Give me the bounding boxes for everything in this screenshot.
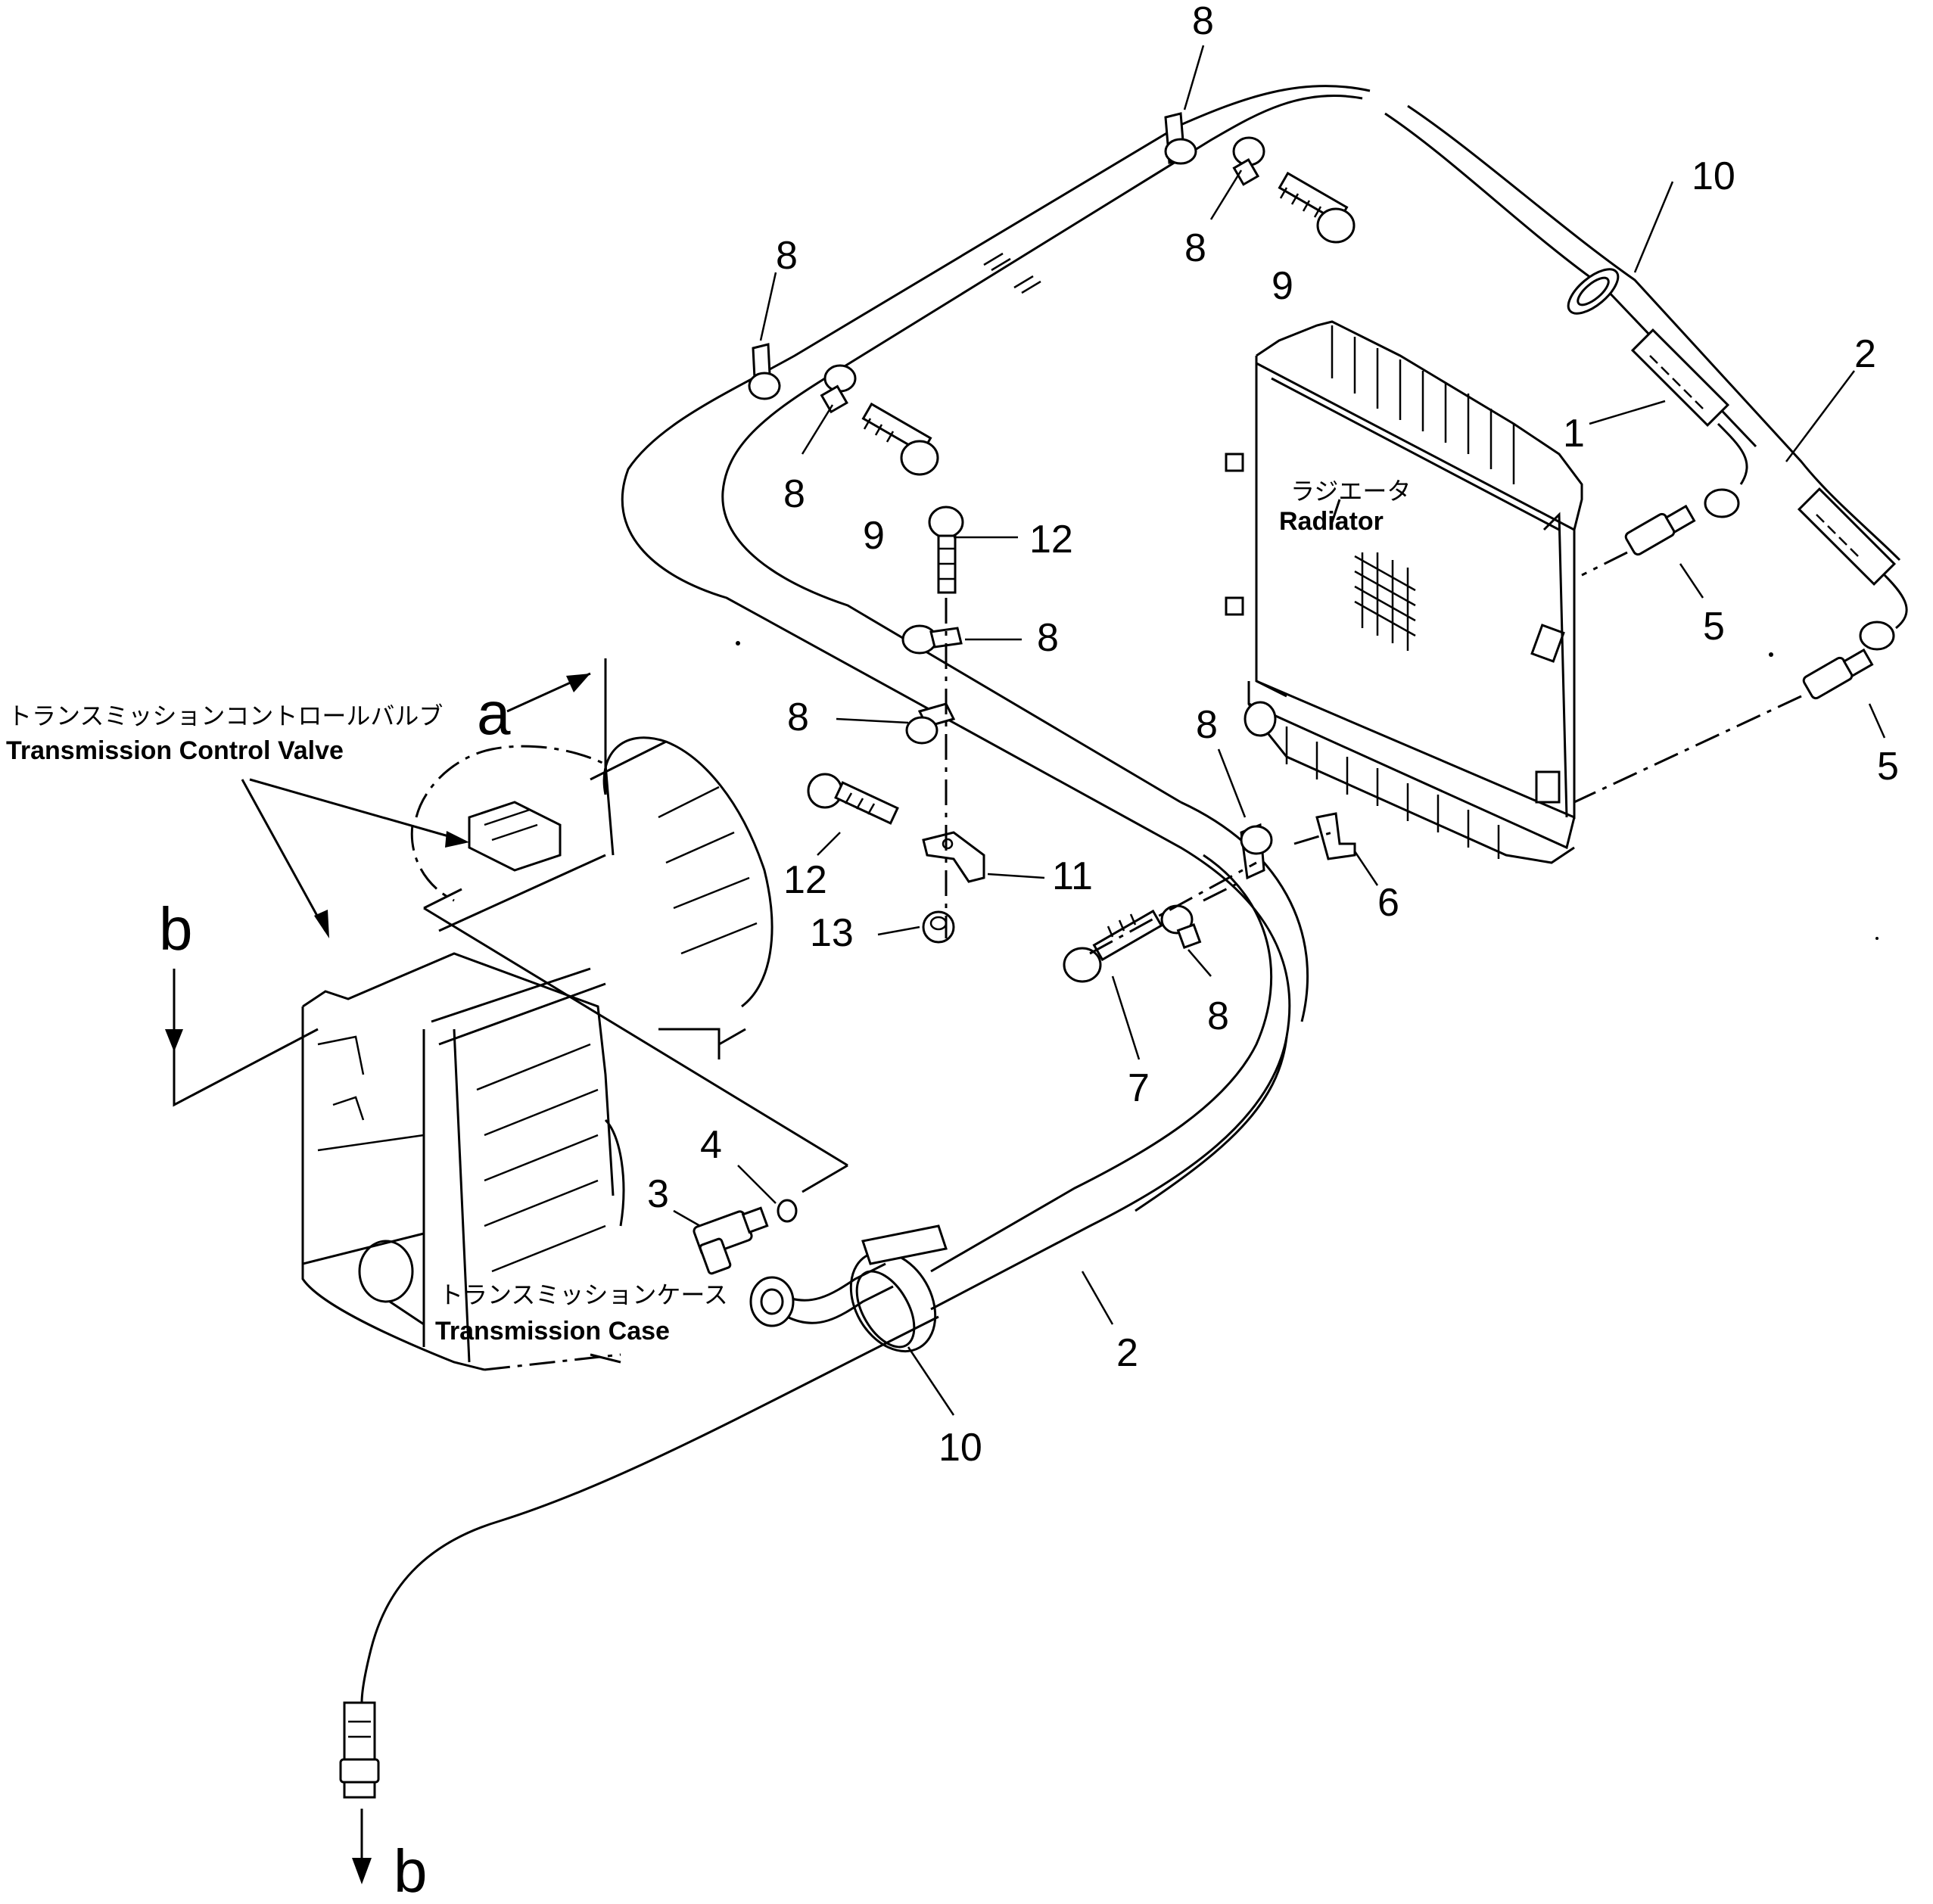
bolt-12-top <box>928 506 964 594</box>
view-arrow-a <box>506 658 607 795</box>
callout-9-ml: 9 <box>863 514 885 558</box>
case-label-jp: トランスミッションケース <box>439 1280 728 1309</box>
leader-radiator <box>1331 499 1341 523</box>
callout-1: 1 <box>1563 412 1585 456</box>
view-marker-b-bottom: b <box>394 1837 428 1900</box>
view-marker-a: a <box>477 680 511 747</box>
callout-11: 11 <box>1052 854 1093 898</box>
callout-8-ml: 8 <box>783 472 805 516</box>
bolt-12-bottom <box>807 773 899 825</box>
callout-5-a: 5 <box>1703 605 1725 649</box>
callout-8-tr: 8 <box>1184 226 1206 270</box>
radiator-label-jp: ラジエータ <box>1290 477 1411 506</box>
clamp-8-ml <box>820 364 857 414</box>
union-5-a <box>1624 504 1696 556</box>
callout-5-b: 5 <box>1877 745 1899 789</box>
callout-10-top: 10 <box>1692 154 1735 198</box>
bottom-hose-fitting <box>339 1701 380 1799</box>
bolt-9-mid <box>861 402 939 476</box>
clamp-8-tr <box>1232 136 1265 186</box>
bracket-6 <box>1315 812 1356 860</box>
callout-12-bot: 12 <box>783 858 827 902</box>
view-marker-b-top: b <box>159 895 193 963</box>
valve-label-en: Transmission Control Valve <box>6 736 344 765</box>
callout-10-bottom: 10 <box>938 1426 982 1470</box>
callout-8-tl: 8 <box>776 234 798 278</box>
radiator <box>1225 320 1583 864</box>
leader-valve-1 <box>249 778 462 842</box>
o-ring-4 <box>777 1199 798 1223</box>
hose-1-nut-icon <box>1704 488 1740 518</box>
leader-valve-2 <box>241 779 327 932</box>
nut-13 <box>922 910 955 944</box>
connector-3 <box>693 1206 769 1275</box>
hose-2-nut-icon <box>1859 621 1895 651</box>
upper-tube-assembly <box>360 85 1901 1703</box>
callout-7: 7 <box>1128 1066 1150 1110</box>
radiator-label-en: Radiator <box>1279 507 1384 536</box>
callout-4: 4 <box>700 1123 722 1167</box>
callout-13: 13 <box>810 911 854 955</box>
hose-clamp-10-bottom <box>849 1224 948 1353</box>
bolt-9-top <box>1278 171 1356 244</box>
clamp-8-tl <box>748 343 781 400</box>
case-label-en: Transmission Case <box>435 1317 670 1346</box>
clamp-8-low <box>1160 904 1202 949</box>
hose-2-right <box>1797 487 1908 651</box>
view-arrow-b-top <box>165 969 319 1107</box>
callout-8-mid3: 8 <box>1196 703 1218 747</box>
bracket-11 <box>922 831 985 883</box>
callout-6: 6 <box>1377 881 1399 925</box>
callout-8-mid1: 8 <box>1037 616 1059 660</box>
clamp-8-top <box>1164 112 1197 165</box>
callout-leaders <box>673 45 1886 1416</box>
callout-8-low: 8 <box>1207 994 1229 1038</box>
callout-9-tr: 9 <box>1272 264 1293 308</box>
leader-case <box>389 1300 425 1326</box>
valve-label-jp: トランスミッションコントロールバルブ <box>8 702 443 730</box>
elbow-fitting-left <box>749 1262 894 1327</box>
callout-3: 3 <box>647 1172 669 1216</box>
clamp-8-mid3 <box>1240 823 1273 880</box>
transmission-assembly <box>301 736 848 1371</box>
hose-clamp-10-top <box>1567 268 1620 315</box>
callout-12-top: 12 <box>1029 518 1073 562</box>
callout-2-bottom: 2 <box>1116 1331 1138 1375</box>
callout-2-right: 2 <box>1854 332 1876 376</box>
callout-8-top: 8 <box>1192 0 1214 43</box>
hose-1 <box>1630 328 1748 518</box>
callout-8-mid2: 8 <box>787 695 809 739</box>
view-arrow-b-bottom <box>352 1809 372 1884</box>
union-5-b <box>1802 648 1874 700</box>
clamp-8-mid1 <box>901 624 963 655</box>
